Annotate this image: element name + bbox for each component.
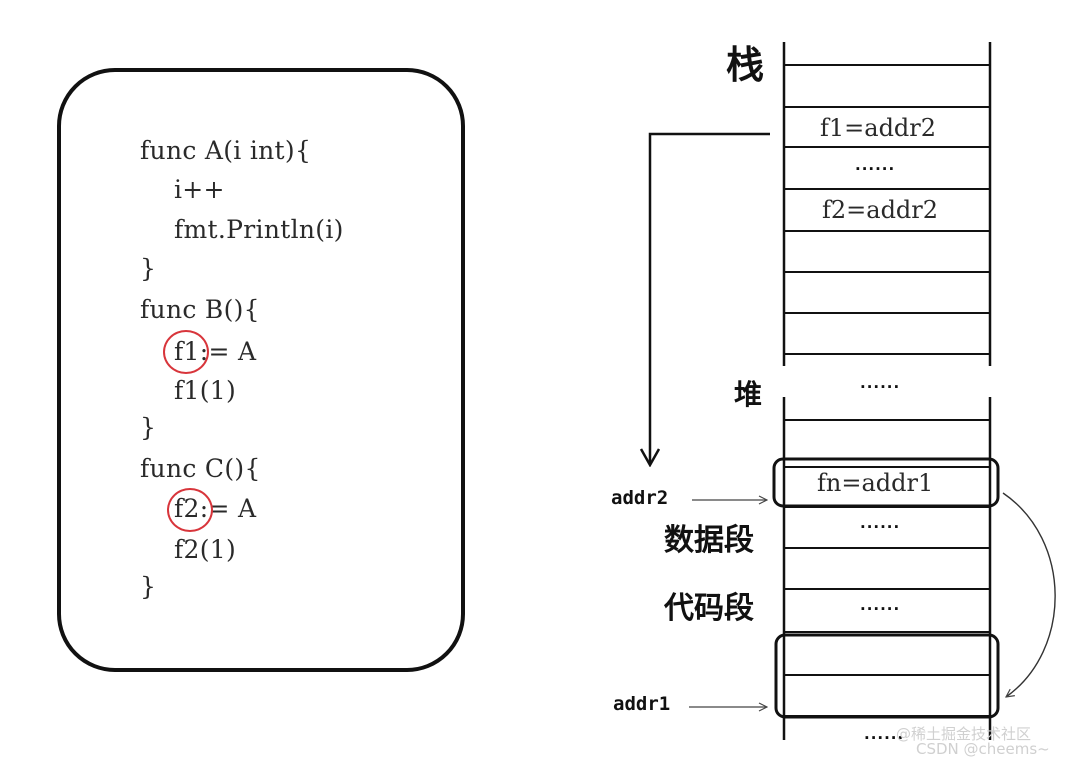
code-panel [57,68,465,672]
code-line-println: fmt.Println(i) [174,215,344,244]
code-line-increment: i++ [174,175,225,204]
code-func-box [774,633,1000,719]
code-line-func-c: func C(){ [140,454,261,483]
fn-to-code-curve [1002,492,1056,697]
bottom-ellipsis: ...... [864,725,905,743]
stack-to-heap-arrow [650,132,770,464]
addr2-label: addr2 [611,487,669,509]
code-line-call-f1: f1(1) [174,376,237,405]
code-line-func-a: func A(i int){ [140,136,312,165]
code-line-close-b: } [140,413,157,442]
heap-cell-fn: fn=addr1 [817,469,934,497]
code-line-close-a: } [140,254,157,283]
addr1-label: addr1 [613,693,671,715]
code-segment-label: 代码段 [664,591,754,626]
data-segment-ellipsis: ...... [860,514,901,532]
stack-ellipsis: ...... [855,156,896,174]
f2-highlight-circle [167,488,213,532]
watermark-juejin: @稀土掘金技术社区 [896,725,1032,743]
code-line-call-f2: f2(1) [174,535,237,564]
gap-ellipsis: ...... [860,374,901,392]
stack-label: 栈 [726,43,765,87]
stack-cell-f1: f1=addr2 [820,114,937,142]
f1-highlight-circle [163,330,209,374]
heap-label: 堆 [734,378,763,411]
code-line-close-c: } [140,572,157,601]
data-segment-label: 数据段 [664,523,754,558]
heap-fn-box [772,457,1000,508]
code-line-func-b: func B(){ [140,295,260,324]
watermark-csdn: CSDN @cheems~ [916,740,1050,758]
stack-cell-f2: f2=addr2 [822,196,939,224]
code-segment-ellipsis: ...... [860,596,901,614]
